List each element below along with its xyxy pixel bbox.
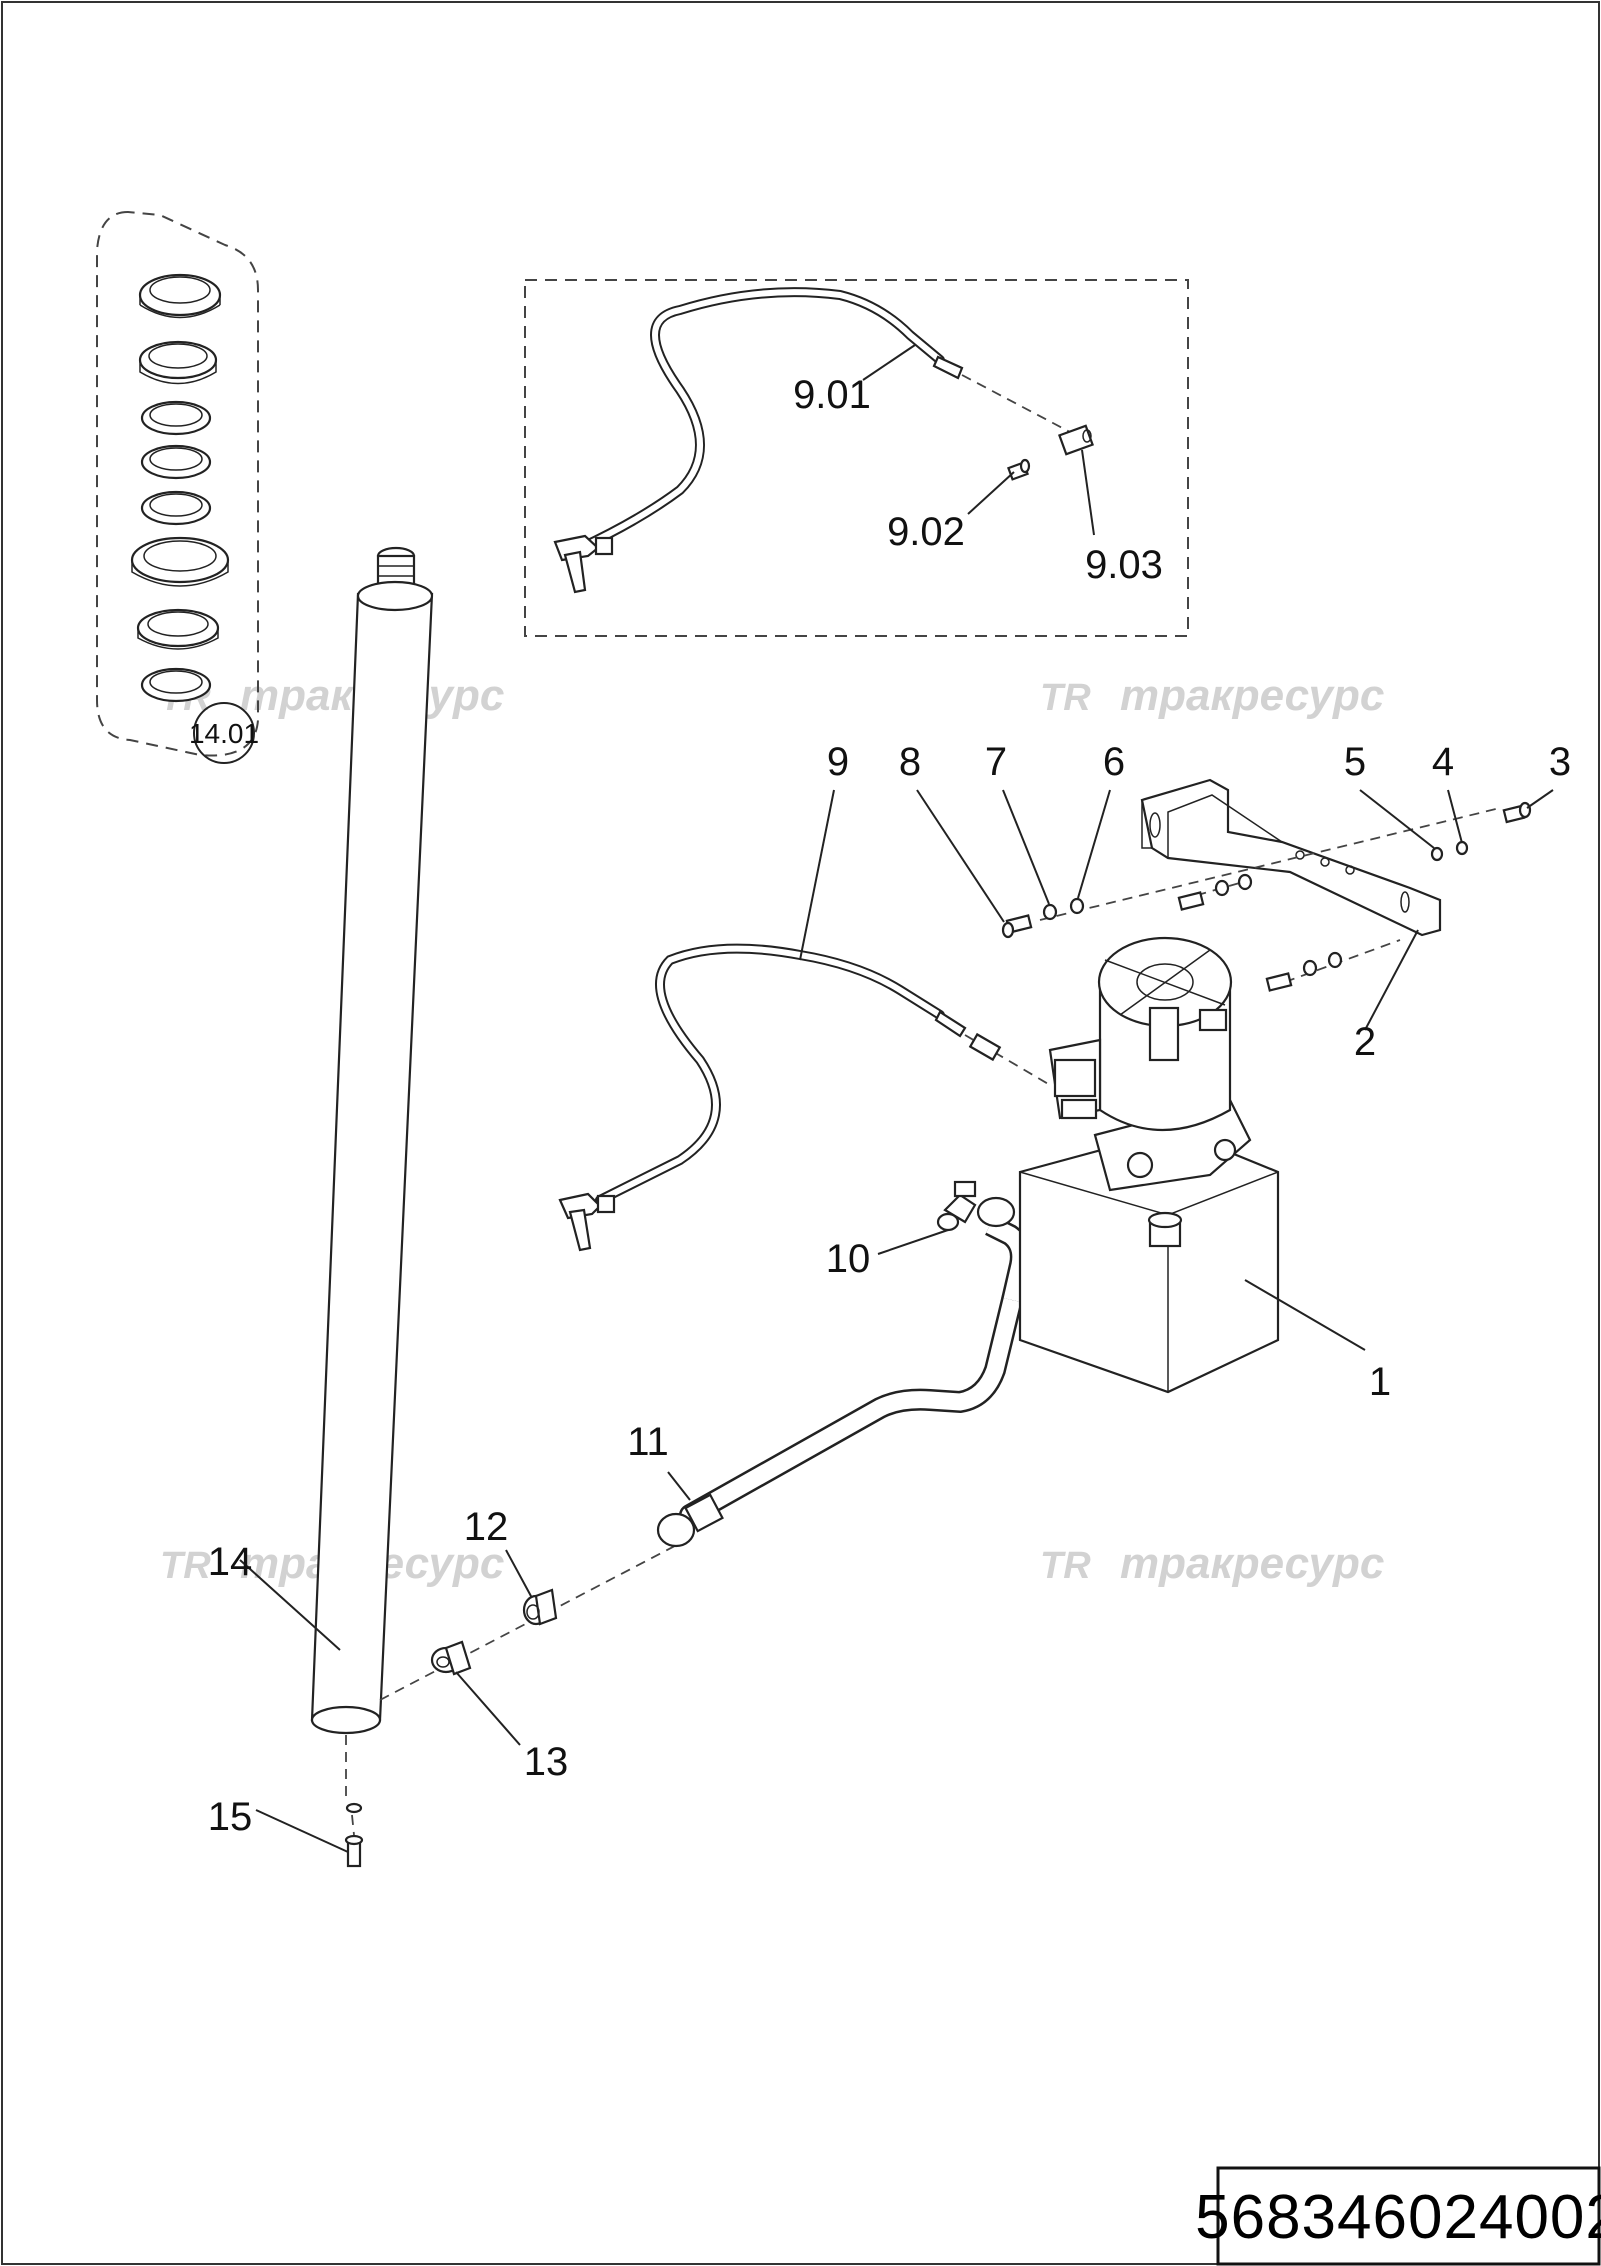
washer-7: [1042, 903, 1058, 921]
cylinder: [310, 546, 434, 1800]
callout-1: 1: [1369, 1360, 1391, 1404]
cable-detail-box: [524, 279, 1189, 637]
fittings-12-13: [379, 1537, 691, 1701]
seal-ring-1: [138, 273, 222, 319]
seal-ring-2: [138, 340, 218, 385]
bolt-15: [344, 1802, 364, 1868]
watermark-2: TR тракресурс: [1040, 671, 1384, 720]
callout-10: 10: [826, 1237, 871, 1281]
seal-ring-7: [136, 608, 220, 650]
bushing-13: [430, 1640, 472, 1676]
elbow-10: [936, 1180, 977, 1232]
svg-text:TR: TR: [160, 1545, 211, 1587]
svg-text:TR: TR: [1040, 1545, 1091, 1587]
callout-2: 2: [1354, 1020, 1376, 1064]
seal-ring-4: [140, 444, 212, 480]
seal-ring-3: [140, 400, 212, 436]
bolt-row-2: [1177, 873, 1253, 911]
watermark-1: TR тракресурс: [160, 671, 504, 720]
washer-5: [1430, 846, 1444, 862]
callout-5: 5: [1344, 740, 1366, 784]
watermark-4: TR тракресурс: [1040, 1539, 1384, 1588]
cable-handle: [553, 534, 614, 594]
sleeve-9-03: [1058, 424, 1094, 456]
bolt-8: [1001, 914, 1033, 939]
screw-9-02: [1007, 458, 1031, 481]
adapter-12: [522, 1588, 558, 1626]
callout-11: 11: [627, 1420, 669, 1464]
callout-9: 9: [827, 740, 849, 784]
callout-6: 6: [1103, 740, 1125, 784]
svg-text:TR: TR: [1040, 677, 1091, 719]
power-unit: [1018, 936, 1280, 1394]
document-number-box: 568346024002: [1195, 2166, 1601, 2266]
svg-text:тракресурс: тракресурс: [1120, 1539, 1384, 1588]
document-number: 568346024002: [1195, 2183, 1601, 2252]
callout-14: 14: [208, 1540, 253, 1584]
callout-12: 12: [464, 1505, 509, 1549]
callout-13: 13: [524, 1740, 569, 1784]
callout-9-01: 9.01: [793, 373, 871, 417]
bolt-row-3: [1265, 951, 1343, 992]
callout-15: 15: [208, 1795, 253, 1839]
svg-text:тракресурс: тракресурс: [1120, 671, 1384, 720]
callout-3: 3: [1549, 740, 1571, 784]
seal-ring-8: [140, 667, 212, 703]
callout-9-03: 9.03: [1085, 543, 1163, 587]
seal-ring-5: [140, 490, 212, 526]
callout-circle-14-01: [193, 702, 255, 764]
washer-4: [1455, 840, 1469, 856]
callout-8: 8: [899, 740, 921, 784]
callout-7: 7: [985, 740, 1007, 784]
seal-kit-group: 14.01: [96, 210, 259, 764]
leader-lines: [239, 344, 1554, 1853]
bolt-3: [1502, 801, 1532, 824]
callout-9-02: 9.02: [887, 510, 965, 554]
callout-14-01: 14.01: [189, 718, 259, 749]
bracket-2: [1001, 778, 1532, 992]
seal-ring-6: [130, 536, 230, 587]
callout-4: 4: [1432, 740, 1454, 784]
release-cable-9: [558, 943, 1051, 1252]
washer-6: [1069, 897, 1085, 915]
